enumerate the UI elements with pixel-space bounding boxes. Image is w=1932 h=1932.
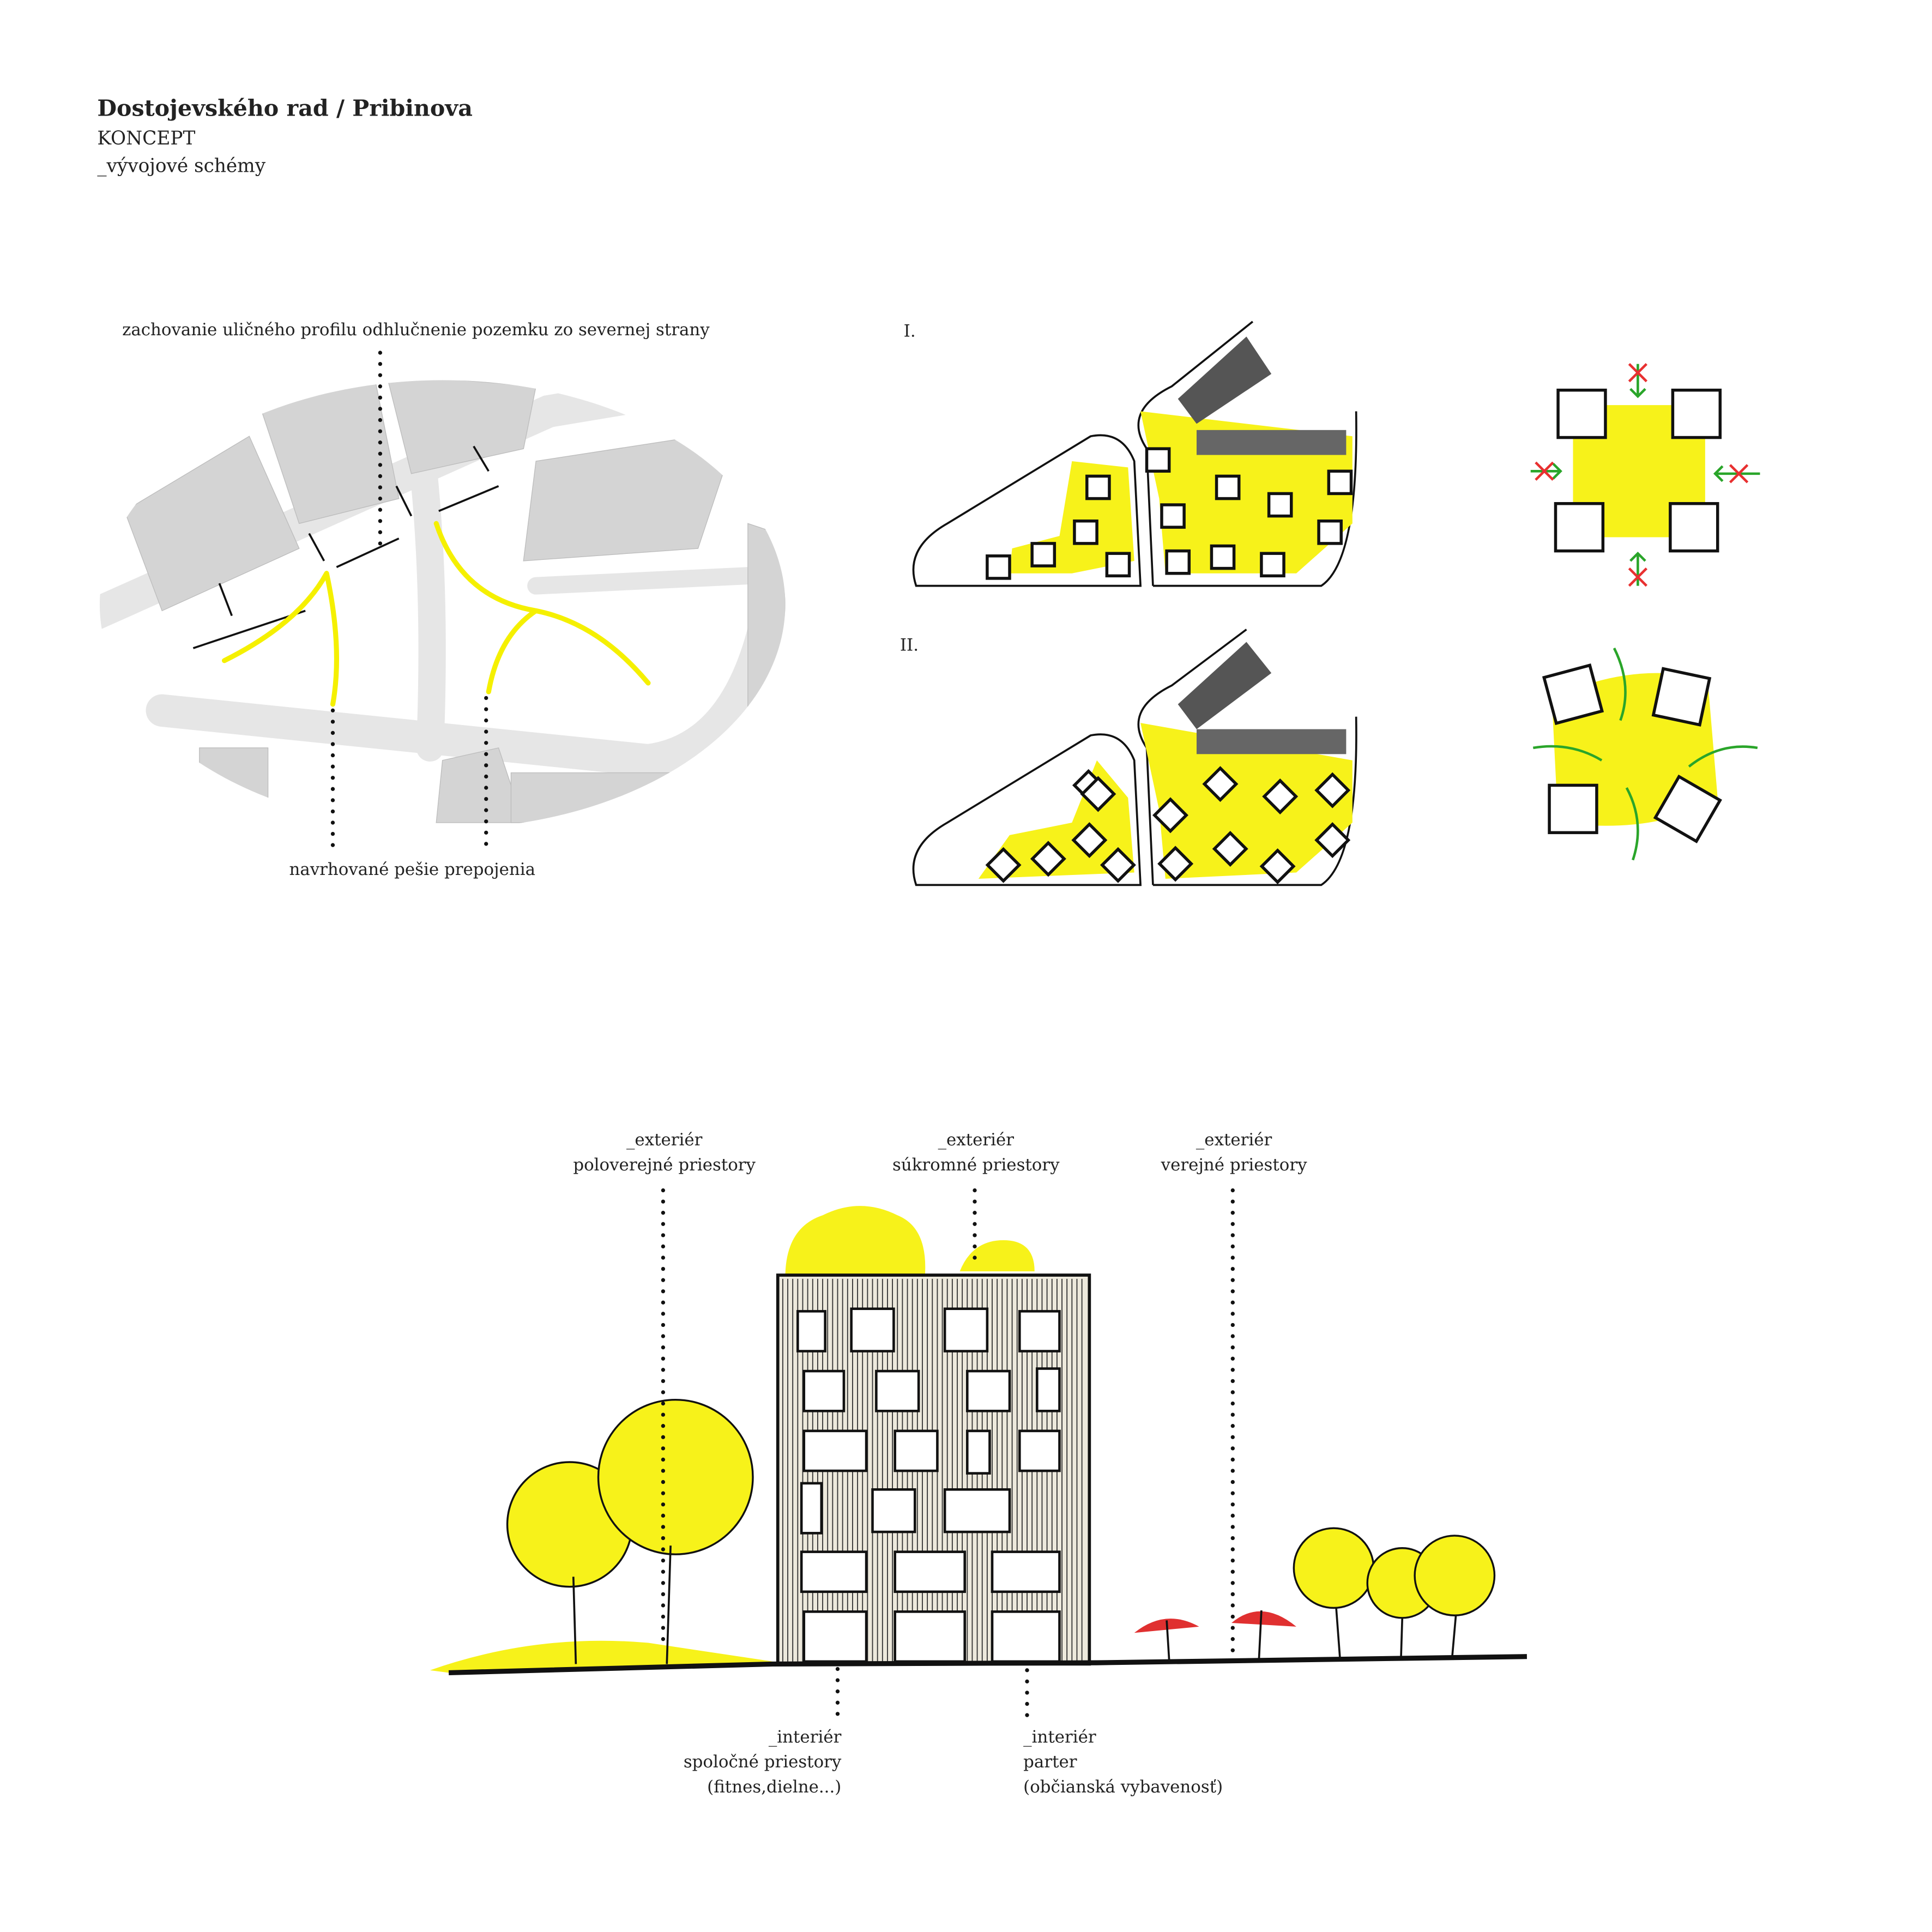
label-title: _exteriér <box>626 1130 703 1150</box>
building-section <box>430 1188 1527 1722</box>
sheet-title: Dostojevského rad / Pribinova <box>97 95 473 122</box>
label-desc: spoločné priestory <box>684 1752 842 1772</box>
label-title: _exteriér <box>938 1130 1015 1150</box>
exterior-label-2: _exteriér súkromné priestory <box>892 1130 1060 1175</box>
interior-label-1: _interiér spoločné priestory (fitnes,die… <box>684 1727 842 1796</box>
label-desc: verejné priestory <box>1161 1155 1307 1175</box>
exterior-label-3: _exteriér verejné priestory <box>1161 1130 1307 1175</box>
flow-arrow-icon <box>1532 647 1758 861</box>
closed-courtyard-diagram <box>1530 363 1760 587</box>
sheet-caption: _vývojové schémy <box>97 155 265 177</box>
label-note: (občianská vybavenosť) <box>1023 1777 1223 1797</box>
blocked-cross-icon <box>1535 363 1749 587</box>
label-title: _exteriér <box>1196 1130 1272 1150</box>
variant-1-label: I. <box>904 321 916 341</box>
window-grid <box>796 1307 1061 1663</box>
label-note: (fitnes,dielne...) <box>707 1777 841 1797</box>
label-desc: súkromné priestory <box>892 1155 1060 1175</box>
sheet-subtitle: KONCEPT <box>97 128 195 149</box>
label-title: _interiér <box>1023 1727 1096 1747</box>
open-courtyard-diagram <box>1532 647 1758 861</box>
umbrella-icon <box>1134 1610 1296 1661</box>
label-title: _interiér <box>769 1727 842 1747</box>
variant-2-label: II. <box>900 636 919 655</box>
label-desc: poloverejné priestory <box>573 1155 756 1175</box>
ground-line <box>448 1654 1527 1675</box>
site-map-diagram: zachovanie uličného profilu odhlučnenie … <box>99 320 786 879</box>
exterior-label-1: _exteriér poloverejné priestory <box>573 1130 756 1175</box>
scheme-variant-1: I. <box>904 321 1357 587</box>
label-desc: parter <box>1023 1752 1077 1772</box>
site-map-bottom-label: navrhované pešie prepojenia <box>289 860 535 879</box>
site-map-top-label: zachovanie uličného profilu odhlučnenie … <box>122 320 710 340</box>
scheme-variant-2: II. <box>900 629 1357 886</box>
tree-icon <box>506 1398 1496 1664</box>
interior-label-2: _interiér parter (občianská vybavenosť) <box>1023 1727 1223 1796</box>
